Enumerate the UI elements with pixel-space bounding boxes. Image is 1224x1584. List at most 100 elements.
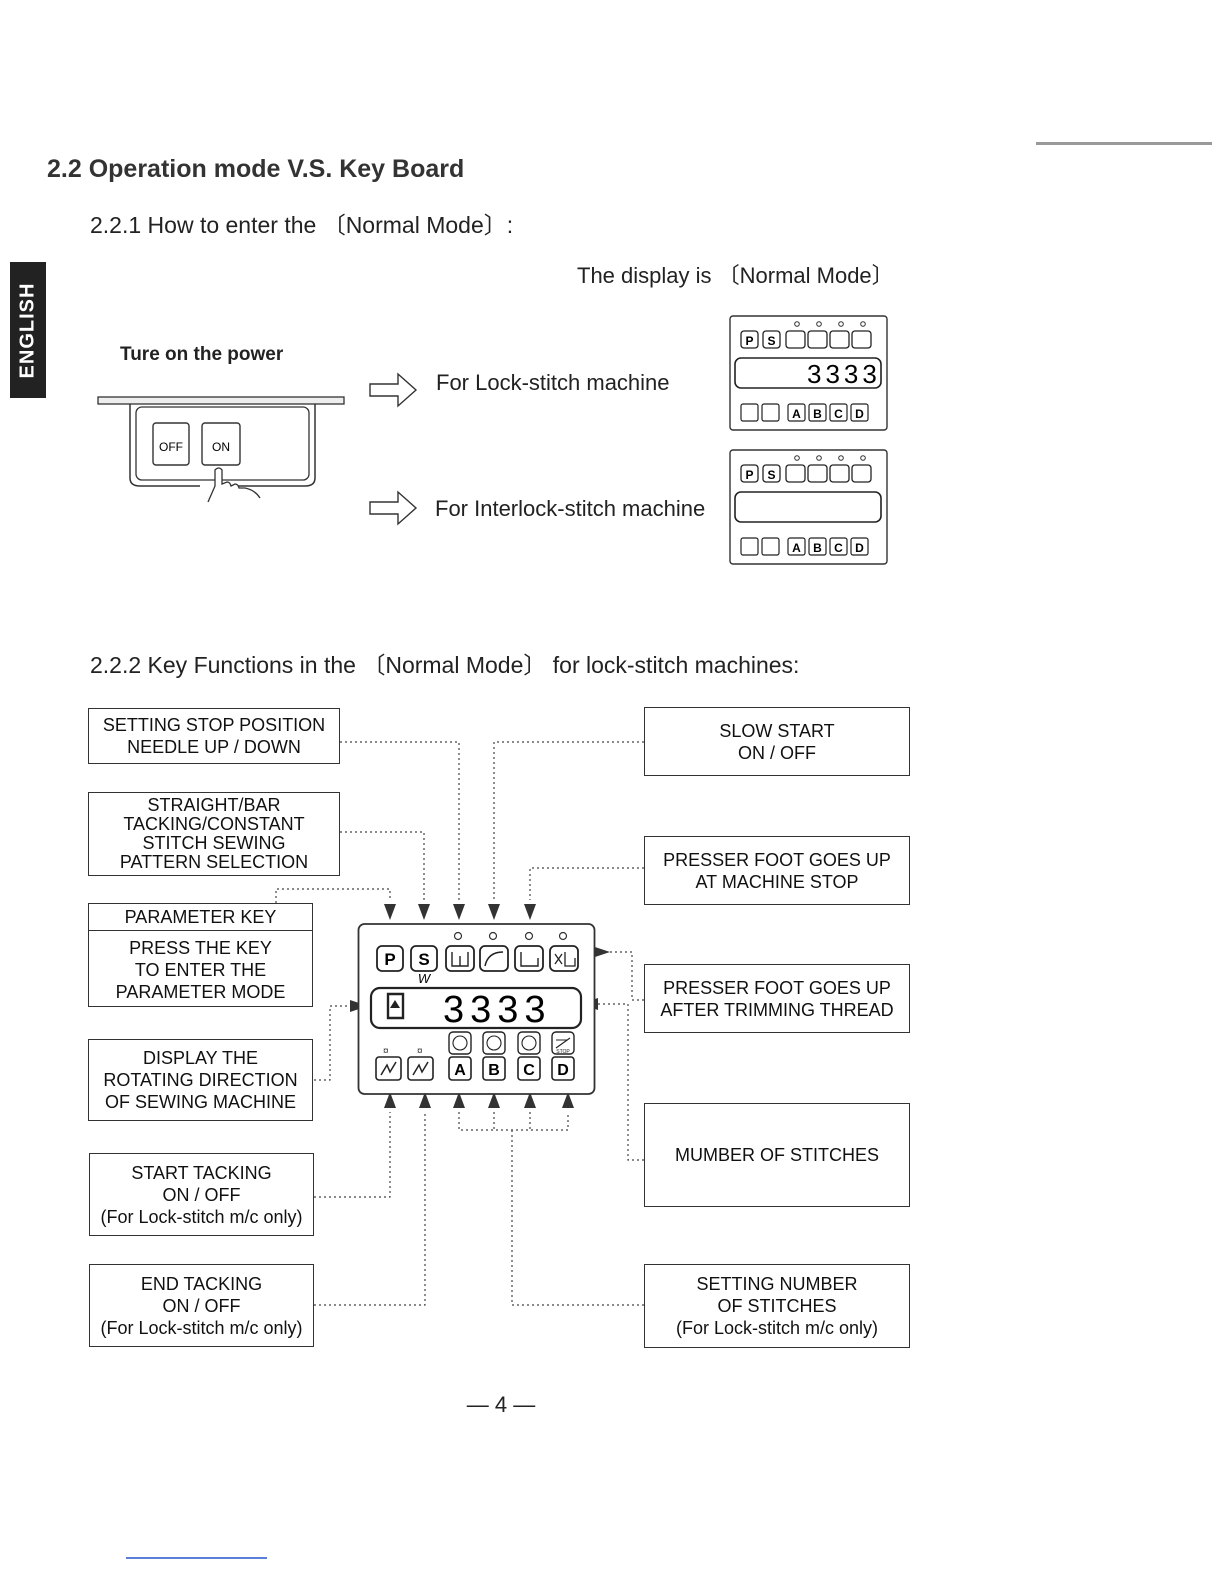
end-tacking-key[interactable] [761, 537, 780, 556]
label-number-of-stitches: MUMBER OF STITCHES [644, 1103, 910, 1207]
w-label: W [418, 971, 432, 986]
label-line: TO ENTER THE [134, 960, 267, 980]
a-key[interactable]: A [787, 537, 806, 556]
d-key[interactable]: D [551, 1056, 575, 1081]
label-rotating-direction: DISPLAY THE ROTATING DIRECTION OF SEWING… [88, 1039, 313, 1121]
right-arrow-icon [369, 372, 418, 408]
needle-position-key[interactable] [785, 330, 806, 349]
start-tacking-key[interactable] [375, 1056, 402, 1081]
s-key-label: S [767, 334, 775, 348]
b-key[interactable]: B [808, 537, 827, 556]
c-key[interactable]: C [829, 537, 848, 556]
lcd-screen [734, 357, 882, 389]
tack-mark-icon: ¤ [383, 1046, 389, 1057]
label-line: END TACKING [140, 1273, 263, 1294]
label-line: NEEDLE UP / DOWN [127, 737, 301, 757]
p-key-label: P [745, 334, 753, 348]
stop-label: STOP [556, 1049, 570, 1055]
label-foot-up-trim: PRESSER FOOT GOES UP AFTER TRIMMING THRE… [644, 964, 910, 1033]
start-tacking-key[interactable] [740, 403, 759, 422]
label-line: OF SEWING MACHINE [104, 1092, 296, 1112]
s-key[interactable]: S [762, 330, 781, 349]
needle-position-key[interactable] [445, 945, 475, 972]
b-key-label: B [813, 541, 822, 555]
label-line: ON / OFF [738, 742, 816, 763]
indicator-led [488, 931, 498, 941]
foot-up-trim-key[interactable] [851, 330, 872, 349]
end-tacking-key[interactable] [407, 1056, 434, 1081]
s-key-label: S [767, 468, 775, 482]
foot-up-stop-key[interactable] [514, 945, 544, 972]
a-key[interactable]: A [448, 1056, 472, 1081]
b-key[interactable]: B [808, 403, 827, 422]
label-line: OF STITCHES [717, 1296, 837, 1316]
function-a-indicator [448, 1031, 472, 1055]
page-number: — 4 — [466, 1392, 536, 1417]
d-key[interactable]: D [850, 403, 869, 422]
foot-up-stop-key[interactable] [829, 330, 850, 349]
c-key[interactable]: C [517, 1056, 541, 1081]
end-tacking-key[interactable] [761, 403, 780, 422]
label-line: PRESSER FOOT GOES UP [663, 977, 891, 998]
c-key[interactable]: C [829, 403, 848, 422]
subsection-title-normal-mode: 2.2.1 How to enter the 〔Normal Mode〕: [90, 212, 514, 238]
p-key-label: P [745, 468, 753, 482]
on-switch[interactable]: ON [201, 422, 241, 466]
off-switch[interactable]: OFF [152, 422, 190, 466]
label-start-tacking: START TACKING ON / OFF (For Lock-stitch … [89, 1153, 314, 1236]
p-key[interactable]: P [740, 464, 759, 483]
language-tab: ENGLISH [10, 262, 46, 398]
slow-start-key[interactable] [807, 464, 828, 483]
label-line: ON / OFF [162, 1295, 241, 1316]
label-line: (For Lock-stitch m/c only) [100, 1317, 303, 1338]
b-key-label: B [488, 1062, 500, 1079]
label-parameter-key: PARAMETER KEY PRESS THE KEY TO ENTER THE… [88, 903, 313, 1007]
label-line: SETTING STOP POSITION [102, 715, 326, 735]
fan-icon [452, 1035, 468, 1051]
label-line: TACKING/CONSTANT [123, 814, 305, 834]
label-line: PRESSER FOOT GOES UP [663, 849, 891, 870]
a-key[interactable]: A [787, 403, 806, 422]
indicator-led [453, 931, 463, 941]
foot-up-trim-key[interactable] [549, 945, 579, 972]
label-end-tacking: END TACKING ON / OFF (For Lock-stitch m/… [89, 1264, 314, 1347]
d-key-label: D [855, 541, 864, 555]
s-key[interactable]: S [762, 464, 781, 483]
fan-icon [521, 1035, 537, 1051]
foot-up-trim-key[interactable] [851, 464, 872, 483]
lcd-screen [734, 491, 882, 523]
d-key[interactable]: D [850, 537, 869, 556]
label-line: PRESS THE KEY [129, 938, 272, 958]
end-tack-icon [412, 1061, 429, 1076]
p-key[interactable]: P [740, 330, 759, 349]
label-line: STRAIGHT/BAR [147, 795, 281, 815]
section-title: 2.2 Operation mode V.S. Key Board [47, 155, 465, 183]
rotation-direction-icon [386, 992, 405, 1020]
label-pattern-selection: STRAIGHT/BAR TACKING/CONSTANT STITCH SEW… [88, 792, 340, 876]
indicator-led [524, 931, 534, 941]
foot-up-stop-key[interactable] [829, 464, 850, 483]
stitch-pattern-key[interactable]: S W [410, 945, 438, 986]
b-key[interactable]: B [482, 1056, 506, 1081]
start-tacking-key[interactable] [740, 537, 759, 556]
label-line: PATTERN SELECTION [119, 852, 309, 872]
presser-foot-icon [520, 952, 539, 967]
needle-position-key[interactable] [785, 464, 806, 483]
label-line: AFTER TRIMMING THREAD [660, 999, 894, 1020]
label-slow-start: SLOW START ON / OFF [644, 707, 910, 776]
slow-start-key[interactable] [479, 945, 509, 972]
label-line: PARAMETER MODE [115, 982, 286, 1002]
trim-foot-icon [554, 952, 576, 967]
label-line: (For Lock-stitch m/c only) [100, 1206, 303, 1227]
power-label: Ture on the power [120, 344, 284, 365]
label-line: DISPLAY THE [142, 1048, 259, 1068]
function-b-indicator [482, 1031, 506, 1055]
stitch-count-readout: 3333 [807, 359, 881, 389]
a-key-label: A [792, 407, 801, 421]
function-c-indicator [517, 1031, 541, 1055]
label-setting-stitches: SETTING NUMBER OF STITCHES (For Lock-sti… [644, 1264, 910, 1348]
stop-icon [555, 1037, 571, 1049]
slow-start-key[interactable] [807, 330, 828, 349]
label-line: ROTATING DIRECTION [103, 1070, 298, 1090]
parameter-key[interactable]: P [376, 945, 404, 972]
